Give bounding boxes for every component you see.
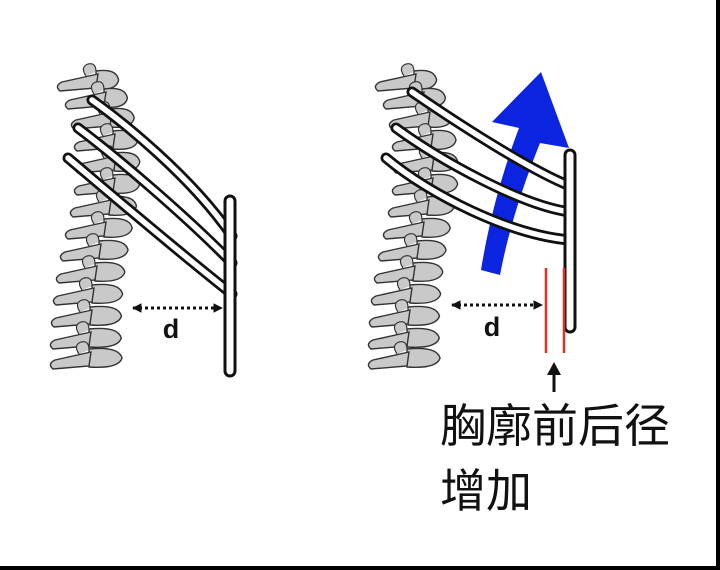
sternum-left [223, 194, 237, 378]
up-arrow-icon [547, 362, 561, 392]
caption-line-1: 胸廓前后径 [440, 399, 670, 453]
vertebra-right-8 [382, 211, 451, 240]
vertebra-left-14 [49, 341, 123, 370]
vertebra-right-9 [377, 233, 447, 262]
distance-label-right: d [484, 312, 501, 342]
distance-label-left: d [163, 314, 180, 344]
vertebra-left-1 [56, 63, 120, 92]
ribs-right [380, 86, 576, 246]
rib-right-2 [390, 122, 576, 218]
ribs-left [62, 94, 238, 300]
rib-left-1 [86, 94, 238, 242]
frame-edge-right [716, 0, 720, 570]
panel-resting: d [49, 63, 238, 378]
rib-right-3 [380, 152, 576, 246]
rib-left-2 [72, 122, 238, 269]
vertebra-left-8 [64, 211, 133, 240]
vertebra-right-11 [370, 277, 442, 306]
rib-right-1 [406, 86, 576, 192]
vertebra-right-1 [374, 63, 438, 92]
vertebra-right-14 [367, 341, 441, 370]
sternum-right [563, 148, 577, 334]
curved-blue-arrow-icon [481, 72, 569, 275]
caption-line-2: 增加 [440, 464, 532, 518]
frame-edge-bottom [0, 566, 720, 570]
spine-left [49, 63, 141, 370]
rib-left-3 [62, 152, 238, 300]
panel-inspiration: d [367, 63, 577, 392]
